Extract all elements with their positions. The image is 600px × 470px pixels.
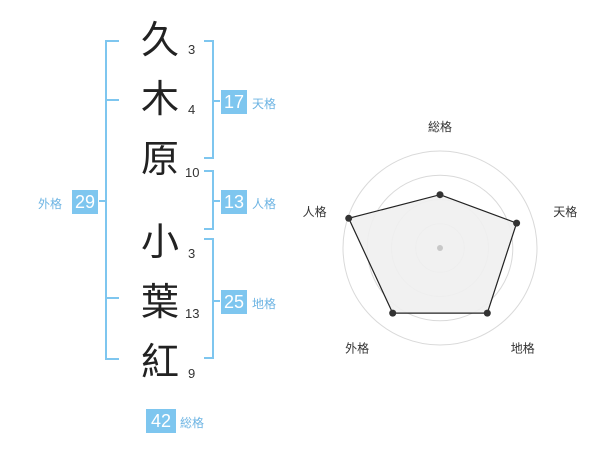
name-char-6: 紅 — [140, 340, 179, 384]
radar-area — [347, 194, 518, 314]
name-char-4: 小 — [140, 220, 179, 264]
radar-point-4 — [389, 309, 397, 317]
stroke-count-5: 13 — [185, 306, 200, 321]
gaikaku-label: 外格 — [38, 197, 63, 211]
stroke-count-2: 4 — [188, 102, 196, 117]
stroke-count-6: 9 — [188, 366, 196, 381]
radar-point-1 — [436, 191, 444, 199]
radar-axis-label-2: 天格 — [553, 204, 577, 219]
stroke-count-1: 3 — [188, 42, 196, 57]
radar-center-dot — [437, 245, 443, 251]
name-char-2: 木 — [140, 77, 179, 121]
radar-point-3 — [483, 309, 491, 317]
tenkaku-label: 天格 — [252, 97, 277, 111]
radar-point-5 — [345, 214, 353, 222]
soukaku-value-badge: 42 — [146, 409, 176, 433]
soukaku-label: 総格 — [180, 416, 205, 430]
chikaku-label: 地格 — [252, 297, 277, 311]
jinkaku-value-badge: 13 — [221, 190, 247, 214]
name-char-3: 原 — [140, 137, 179, 181]
name-char-1: 久 — [140, 18, 179, 62]
radar-axis-label-1: 総格 — [428, 119, 452, 134]
name-char-5: 葉 — [140, 280, 179, 324]
tenkaku-value-badge: 17 — [221, 90, 247, 114]
radar-point-2 — [513, 219, 521, 227]
stroke-count-4: 3 — [188, 246, 196, 261]
radar-axis-label-3: 地格 — [511, 341, 535, 356]
radar-points — [345, 191, 521, 317]
jinkaku-label: 人格 — [252, 197, 277, 211]
chikaku-value-badge: 25 — [221, 290, 247, 314]
gaikaku-value-badge: 29 — [72, 190, 98, 214]
radar-axis-label-4: 外格 — [345, 341, 369, 356]
stroke-count-3: 10 — [185, 165, 200, 180]
radar-axis-label-5: 人格 — [303, 204, 327, 219]
